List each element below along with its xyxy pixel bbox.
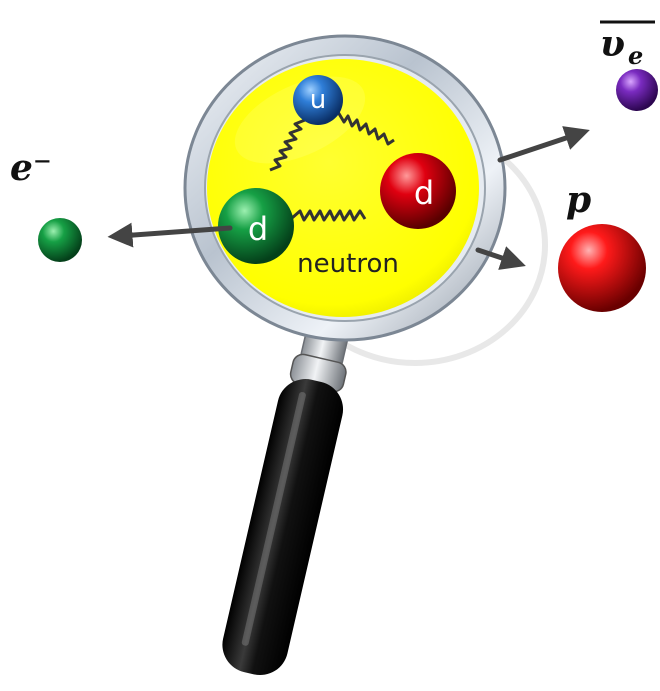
proton — [558, 224, 646, 312]
antineutrino-label-base: υ — [600, 23, 625, 65]
down-quark-right: d — [380, 153, 456, 229]
gluon-lines — [269, 111, 395, 222]
neutron-label: neutron — [297, 249, 399, 279]
arrow-to-antineutrino-icon — [497, 126, 590, 163]
electron-label: e⁻ — [10, 147, 52, 189]
down-quark-left: d — [218, 188, 294, 264]
proton-label: p — [566, 179, 591, 221]
handle-highlight — [241, 391, 306, 646]
decay-arrows — [107, 126, 590, 270]
antineutrino-label-sub: e — [628, 41, 643, 70]
antineutrino — [616, 69, 658, 111]
electron — [38, 218, 82, 262]
gluon-down-down — [291, 209, 367, 222]
handle-grip — [222, 379, 344, 676]
up-quark: u — [293, 75, 343, 125]
arrow-to-electron-icon — [107, 222, 233, 248]
arrow-to-proton-icon — [475, 246, 526, 270]
down-quark-right-label: d — [414, 174, 434, 212]
down-quark-left-label: d — [248, 210, 268, 248]
antineutrino-label: υ e — [600, 20, 655, 70]
up-quark-label: u — [310, 85, 326, 115]
gluon-up-down-left — [269, 118, 306, 172]
gluon-up-down-right — [336, 111, 395, 146]
